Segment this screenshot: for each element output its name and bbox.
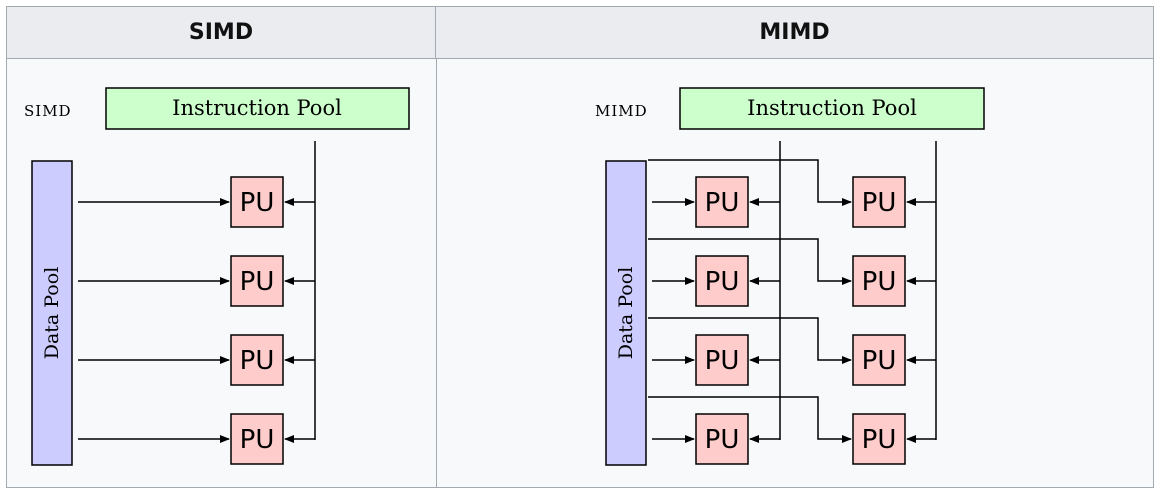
mimd-pu [852,255,906,307]
simd-pu [230,255,284,307]
mimd-pu [695,413,749,465]
mimd-pu [695,255,749,307]
simd-instruction-pool-label: Instruction Pool [172,96,342,120]
simd-instruction-pool [105,87,410,130]
simd-pu-label: PU [240,346,275,376]
simd-row: PU [78,334,315,386]
mimd-pu [695,176,749,228]
mimd-pu-label: PU [705,267,740,297]
simd-diagram: SIMD Instruction Pool Data Pool PU PU PU PU [24,87,410,466]
column-divider [436,59,437,487]
header-mimd: MIMD [436,7,1153,59]
mimd-data-pool-label: Data Pool [615,267,637,360]
simd-row: PU [78,255,315,307]
mimd-row: PU PU [648,317,936,386]
mimd-tag: MIMD [595,102,648,120]
mimd-pu-label: PU [705,346,740,376]
simd-pu-label: PU [240,267,275,297]
mimd-row: PU PU [648,159,936,228]
simd-row: PU [78,413,315,465]
simd-pu [230,176,284,228]
mimd-instruction-pool [679,87,985,130]
mimd-pu-label: PU [705,188,740,218]
simd-pu-label: PU [240,188,275,218]
mimd-pu-label: PU [862,425,897,455]
mimd-pu-rows: PU PU PU PU PU PU PU PU [648,159,936,465]
mimd-data-pool [605,160,647,466]
mimd-pu [852,334,906,386]
mimd-pu-label: PU [862,346,897,376]
simd-pu [230,334,284,386]
header-simd: SIMD [7,7,436,59]
mimd-pu [852,413,906,465]
mimd-row: PU PU [648,238,936,307]
mimd-data-route [648,159,852,206]
simd-tag: SIMD [24,102,72,120]
mimd-pu [695,334,749,386]
mimd-pu-label: PU [705,425,740,455]
comparison-table: SIMD MIMD [6,6,1154,488]
simd-row: PU [78,176,315,228]
simd-data-pool [31,160,73,466]
mimd-pu [852,176,906,228]
mimd-data-route [648,317,852,364]
mimd-data-route [648,396,852,443]
simd-data-pool-label: Data Pool [41,267,63,360]
simd-pu-label: PU [240,425,275,455]
mimd-pu-label: PU [862,267,897,297]
mimd-pu-label: PU [862,188,897,218]
mimd-data-route [648,238,852,285]
mimd-instruction-pool-label: Instruction Pool [747,96,917,120]
simd-pu-rows: PU PU PU PU [78,176,315,465]
mimd-row: PU PU [648,396,936,465]
simd-pu [230,413,284,465]
